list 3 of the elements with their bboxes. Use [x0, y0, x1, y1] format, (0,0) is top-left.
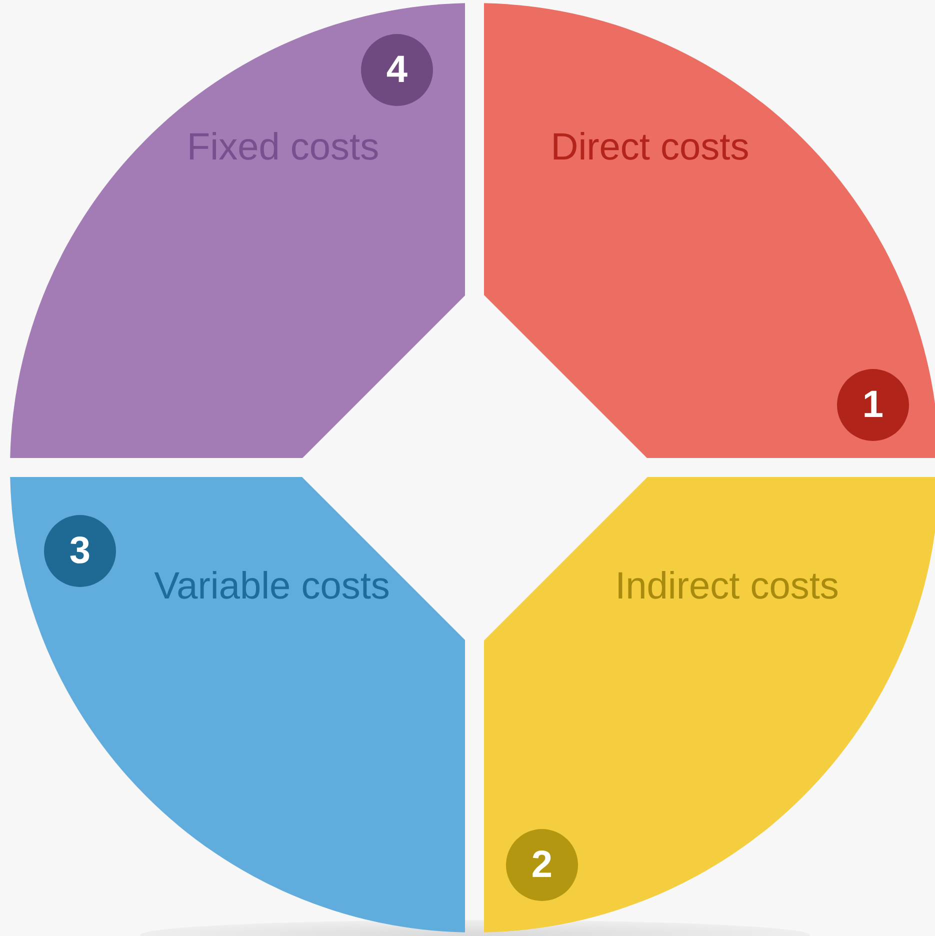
segment-label: Indirect costs	[615, 566, 839, 608]
segment-label: Direct costs	[550, 126, 750, 170]
segment-label: Variable costs	[154, 566, 390, 608]
